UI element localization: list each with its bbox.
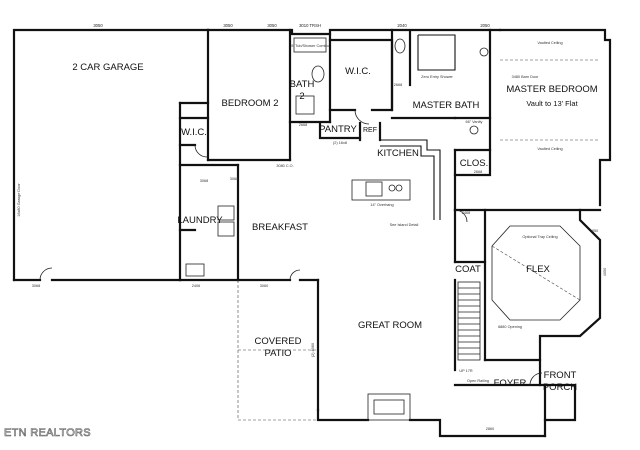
great-room-label: GREAT ROOM [358, 320, 422, 331]
note-2040: 2040 [397, 23, 407, 28]
bedroom2-label: BEDROOM 2 [221, 98, 278, 109]
note-2850: 2850 [590, 229, 598, 233]
watermark: ETN REALTORS [4, 427, 91, 439]
bath2-number: 2 [299, 91, 304, 102]
master-bedroom-label: MASTER BEDROOM [506, 84, 597, 95]
note-open-railing: Open Railing [467, 379, 489, 383]
note-co-8060: (2) 8060 [311, 343, 315, 357]
flex-label: FLEX [526, 264, 550, 275]
laundry-label: LAUNDRY [177, 215, 223, 226]
closet-label: CLOS. [460, 158, 489, 169]
note-zero-entry: Zero Entry Shower [421, 75, 453, 79]
note-tray: Optional Tray Ceiling [522, 235, 557, 239]
note-4050: 4050 [603, 268, 607, 276]
ref-label: REF [363, 127, 377, 134]
note-2668-b: 2668 [394, 83, 402, 87]
bath2-label: BATH [290, 79, 315, 90]
garage-label: 2 CAR GARAGE [72, 62, 143, 73]
patio-label: PATIO [264, 348, 291, 359]
note-tub-shower: 5' Tub/Shower Combo [291, 44, 328, 48]
note-3068-c: 3068 [32, 284, 40, 288]
note-shelf: (2) 16x8 [333, 141, 347, 145]
note-2860: 2860 [486, 427, 494, 431]
note-3068-b: 3068 [230, 177, 238, 181]
note-vanity: 66" Vanity [466, 120, 483, 124]
note-barn-door: 3480 Barn Door [512, 75, 540, 79]
front-label: FRONT [544, 370, 577, 381]
breakfast-label: BREAKFAST [252, 222, 308, 233]
master-bath-label: MASTER BATH [413, 100, 480, 111]
fixtures [39, 37, 600, 421]
note-stair-up: UP 17R [459, 369, 472, 373]
note-2668-a: 2668 [299, 123, 307, 127]
note-3060: 3060 [260, 284, 268, 288]
note-3050-a: 3050 [93, 23, 103, 28]
wic-right-label: W.I.C. [345, 66, 371, 77]
note-vaulted-a: Vaulted Ceiling [537, 41, 562, 45]
note-3068-a: 3068 [200, 179, 208, 183]
note-2050: 2050 [480, 23, 490, 28]
stair-treads [458, 287, 480, 355]
note-3010-tr: 3010 TRSH [299, 23, 321, 28]
note-2468: 2468 [462, 211, 470, 215]
walls [12, 28, 612, 438]
kitchen-label: KITCHEN [377, 148, 419, 159]
room-labels: 2 CAR GARAGE BEDROOM 2 BATH 2 W.I.C. W.I… [72, 62, 597, 393]
pantry-label: PANTRY [319, 124, 357, 135]
coat-label: COAT [455, 264, 481, 275]
note-overhang: 14" Overhang [370, 203, 393, 207]
note-see-island: See Island Detail [390, 223, 419, 227]
covered-label: COVERED [255, 336, 302, 347]
master-vault-note: Vault to 13' Flat [526, 99, 578, 108]
porch-label: PORCH [543, 382, 577, 393]
note-opening: 6880 Opening [498, 325, 522, 329]
note-garage-door: 16x80 Garage Door [17, 183, 21, 217]
annotations: 3050 3050 3050 3010 TRSH 2040 2050 5' Tu… [17, 23, 607, 431]
note-co-3080: 3080 C.O. [276, 164, 293, 168]
note-2406: 2406 [192, 284, 200, 288]
note-vaulted-b: Vaulted Ceiling [537, 147, 562, 151]
note-3050-c: 3050 [267, 23, 277, 28]
wic-left-label: W.I.C. [181, 127, 207, 138]
foyer-label: FOYER [494, 378, 527, 389]
note-3050-b: 3050 [223, 23, 233, 28]
note-2668-c: 2668 [474, 170, 482, 174]
